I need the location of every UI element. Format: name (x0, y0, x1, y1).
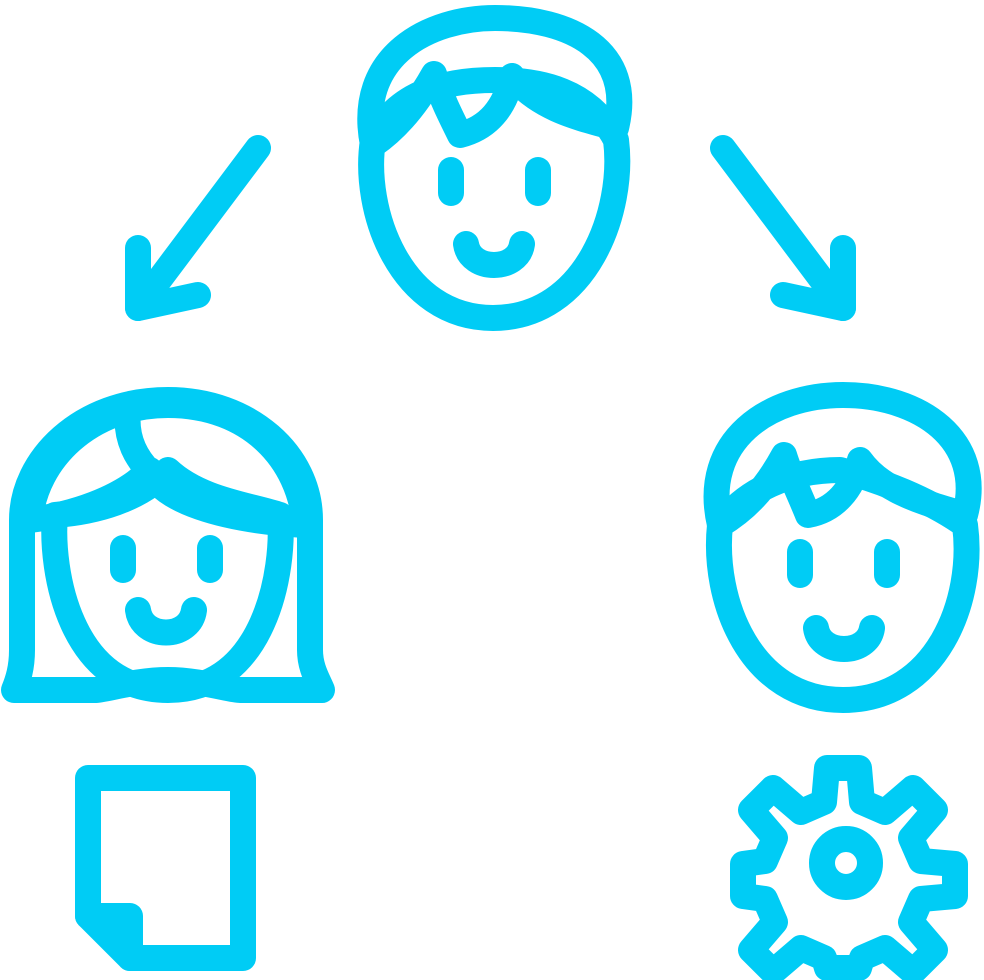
top-man-hair (357, 5, 633, 158)
woman-bangs (17, 392, 318, 538)
woman-part (114, 399, 163, 485)
woman-smile (125, 597, 207, 646)
top-man-head-icon (357, 5, 633, 331)
arrow-down-right-icon (710, 135, 856, 321)
gear-icon (730, 755, 968, 980)
top-man-smile (453, 231, 535, 278)
right-man-smile (803, 615, 885, 662)
right-man-head-icon (703, 382, 982, 713)
gear-hole (809, 826, 883, 900)
right-man-face (706, 457, 980, 713)
woman-head-icon (1, 387, 335, 703)
top-man-face (358, 67, 631, 331)
document-icon (75, 765, 256, 971)
arrow-down-left-icon (125, 135, 271, 321)
right-man-hair (703, 382, 982, 538)
